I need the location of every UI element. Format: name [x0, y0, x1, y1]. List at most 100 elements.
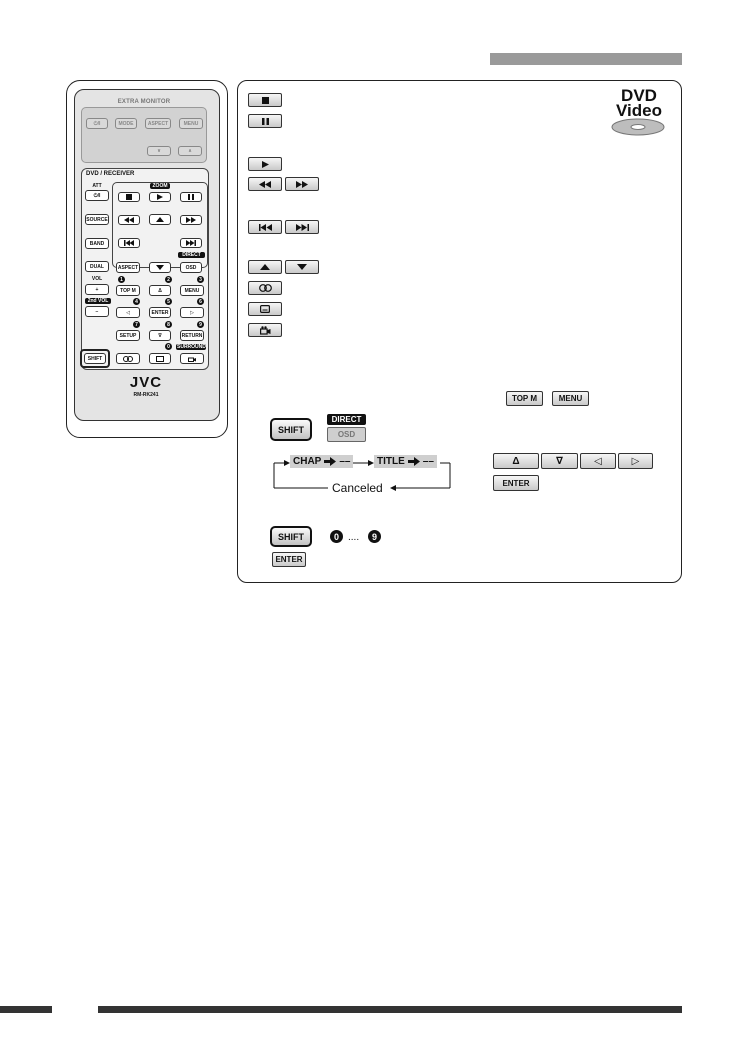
up-button[interactable]: [248, 260, 282, 274]
audio-button[interactable]: [248, 281, 282, 295]
footer-bar-left: [0, 1006, 52, 1013]
up-arrow-icon: [260, 264, 270, 270]
left-button[interactable]: ◁: [580, 453, 616, 469]
remote-up-button[interactable]: [149, 214, 171, 225]
em-menu-button[interactable]: MENU: [179, 118, 203, 129]
num-0-badge: 0: [165, 343, 172, 350]
stop-icon: [126, 194, 132, 200]
remote-rewind-button[interactable]: [118, 215, 140, 225]
em-up-button[interactable]: ∧: [178, 146, 202, 156]
chap-tag: CHAP ––: [290, 455, 354, 468]
play-icon: [157, 194, 163, 200]
skip-forward-icon: [295, 223, 309, 231]
remote-fast-forward-button[interactable]: [180, 215, 202, 225]
stop-button[interactable]: [248, 93, 282, 107]
remote-skip-back-button[interactable]: [118, 238, 140, 248]
chap-text: CHAP: [293, 456, 322, 467]
em-down-button[interactable]: ∨: [147, 146, 171, 156]
remote-subtitle-button[interactable]: [149, 353, 171, 364]
right-arrow-icon: [407, 457, 420, 466]
skip-back-button[interactable]: [248, 220, 282, 234]
subtitle-button[interactable]: [248, 302, 282, 316]
att-label: ATT: [92, 183, 102, 189]
dvd-receiver-title: DVD / RECEIVER: [86, 171, 135, 177]
remote-menu-button[interactable]: MENU: [180, 285, 204, 296]
remote-skip-forward-button[interactable]: [180, 238, 202, 248]
num-6-badge: 6: [197, 298, 204, 305]
top-m-button[interactable]: TOP M: [506, 391, 543, 406]
remote-return-button[interactable]: RETURN: [180, 330, 204, 341]
remote-vol-down-button[interactable]: −: [85, 306, 109, 317]
menu-button[interactable]: MENU: [552, 391, 589, 406]
shift-button-large-2[interactable]: SHIFT: [270, 526, 312, 547]
nabla-button[interactable]: ∇: [541, 453, 578, 469]
osd-button[interactable]: OSD: [327, 427, 366, 442]
vol-label: VOL: [91, 276, 103, 282]
remote-shift-button[interactable]: SHIFT: [84, 353, 106, 364]
num-0-icon: 0: [330, 530, 343, 543]
remote-pause-button[interactable]: [180, 192, 202, 202]
em-aspect-button[interactable]: ASPECT: [145, 118, 171, 129]
num-2-badge: 2: [165, 276, 172, 283]
chap-dashes: ––: [339, 456, 351, 467]
num-5-badge: 5: [165, 298, 172, 305]
em-mode-button[interactable]: MODE: [115, 118, 137, 129]
pause-button[interactable]: [248, 114, 282, 128]
canceled-label: Canceled: [332, 481, 383, 495]
remote-osd-button[interactable]: OSD: [180, 262, 202, 273]
shift-highlight: [80, 349, 110, 368]
num-3-badge: 3: [197, 276, 204, 283]
down-button[interactable]: [285, 260, 319, 274]
num-8-badge: 8: [165, 321, 172, 328]
remote-audio-button[interactable]: [116, 353, 140, 364]
audio-icon: [123, 355, 133, 362]
remote-vol-up-button[interactable]: +: [85, 284, 109, 295]
remote-left-button[interactable]: ◁: [116, 307, 140, 318]
model-number: RM-RK241: [133, 392, 159, 398]
up-arrow-icon: [156, 217, 164, 222]
dvd-video-logo: DVD Video: [611, 87, 667, 119]
remote-top-m-button[interactable]: TOP M: [116, 285, 140, 296]
play-button[interactable]: [248, 157, 282, 171]
em-power-button[interactable]: ⏻/I: [86, 118, 108, 129]
skip-forward-button[interactable]: [285, 220, 319, 234]
remote-dual-button[interactable]: DUAL: [85, 261, 109, 272]
shift-button-large[interactable]: SHIFT: [270, 418, 312, 441]
remote-source-button[interactable]: SOURCE: [85, 214, 109, 225]
num-7-badge: 7: [133, 321, 140, 328]
remote-enter-button[interactable]: ENTER: [149, 307, 171, 318]
direct-label-remote: DIRECT: [178, 252, 205, 258]
remote-angle-button[interactable]: [180, 353, 204, 364]
skip-back-icon: [124, 240, 134, 246]
direct-label: DIRECT: [327, 414, 366, 425]
angle-button[interactable]: [248, 323, 282, 337]
subtitle-icon: [156, 355, 164, 362]
remote-aspect-button[interactable]: ASPECT: [116, 262, 140, 273]
enter-button[interactable]: ENTER: [272, 552, 306, 567]
disc-icon: [611, 118, 665, 136]
title-text: TITLE: [377, 456, 405, 467]
angle-icon: [259, 325, 270, 335]
remote-nabla-button[interactable]: ∇: [149, 330, 171, 341]
right-arrow-icon: [324, 457, 337, 466]
remote-play-button[interactable]: [149, 192, 171, 202]
num-4-badge: 4: [133, 298, 140, 305]
fast-forward-button[interactable]: [285, 177, 319, 191]
subtitle-icon: [260, 305, 270, 313]
remote-right-button[interactable]: ▷: [180, 307, 204, 318]
enter-button-right[interactable]: ENTER: [493, 475, 539, 491]
delta-button[interactable]: Δ: [493, 453, 539, 469]
remote-down-button[interactable]: [149, 262, 171, 273]
fast-forward-icon: [186, 217, 196, 223]
title-tag: TITLE ––: [374, 455, 437, 468]
remote-delta-button[interactable]: Δ: [149, 285, 171, 296]
remote-setup-button[interactable]: SETUP: [116, 330, 140, 341]
right-button[interactable]: ▷: [618, 453, 653, 469]
remote-power-button[interactable]: ⏻/I: [85, 190, 109, 201]
remote-band-button[interactable]: BAND: [85, 238, 109, 249]
second-vol-label: 2nd VOL: [85, 298, 111, 304]
rewind-icon: [124, 217, 134, 223]
title-dashes: ––: [422, 456, 434, 467]
remote-stop-button[interactable]: [118, 192, 140, 202]
rewind-button[interactable]: [248, 177, 282, 191]
